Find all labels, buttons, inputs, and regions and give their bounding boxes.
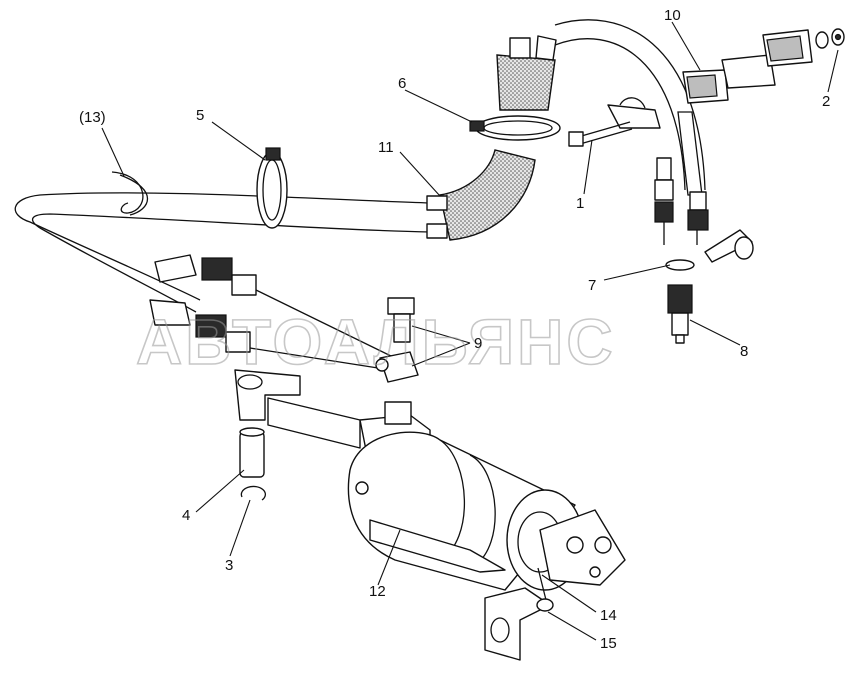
nut-washer-2 [815, 28, 845, 49]
callout-14: 14 [600, 607, 617, 624]
callout-6: 6 [398, 75, 406, 92]
callout-1: 1 [576, 195, 584, 212]
right-hose-fittings [654, 111, 709, 245]
callout-9: 9 [474, 335, 482, 352]
hose-clamp-6 [469, 115, 561, 141]
callout-13: (13) [79, 109, 106, 126]
hose-clip-13 [111, 171, 144, 214]
callout-8: 8 [740, 343, 748, 360]
elbow-hose-11 [426, 149, 536, 241]
callout-12: 12 [369, 583, 386, 600]
washer-7 [665, 229, 754, 271]
bolt-and-saddle-1 [568, 97, 661, 147]
callout-10: 10 [664, 7, 681, 24]
upper-hose-sleeve [496, 19, 706, 191]
leader-lines [101, 21, 839, 641]
clamp-set-10 [682, 29, 813, 104]
pin-4 [239, 427, 265, 478]
callout-4: 4 [182, 507, 190, 524]
callout-labels: (13) 5 6 11 1 2 10 7 8 9 4 3 12 14 15 [79, 7, 830, 652]
callout-15: 15 [600, 635, 617, 652]
callout-7: 7 [588, 277, 596, 294]
banjo-bolt-9 [375, 297, 419, 383]
hose-clamp-5 [256, 147, 288, 229]
callout-3: 3 [225, 557, 233, 574]
clevis-14 [537, 509, 626, 609]
callout-2: 2 [822, 93, 830, 110]
left-fittings [149, 254, 396, 369]
watermark: АВТОАЛЬЯНС [136, 306, 616, 378]
hydraulic-cylinder-12 [234, 369, 584, 591]
bracket-15 [484, 587, 554, 661]
long-hose-loop [14, 174, 431, 313]
fitting-8 [667, 284, 693, 344]
circlip-3 [240, 485, 266, 501]
callout-11: 11 [378, 139, 394, 156]
callout-5: 5 [196, 107, 204, 124]
